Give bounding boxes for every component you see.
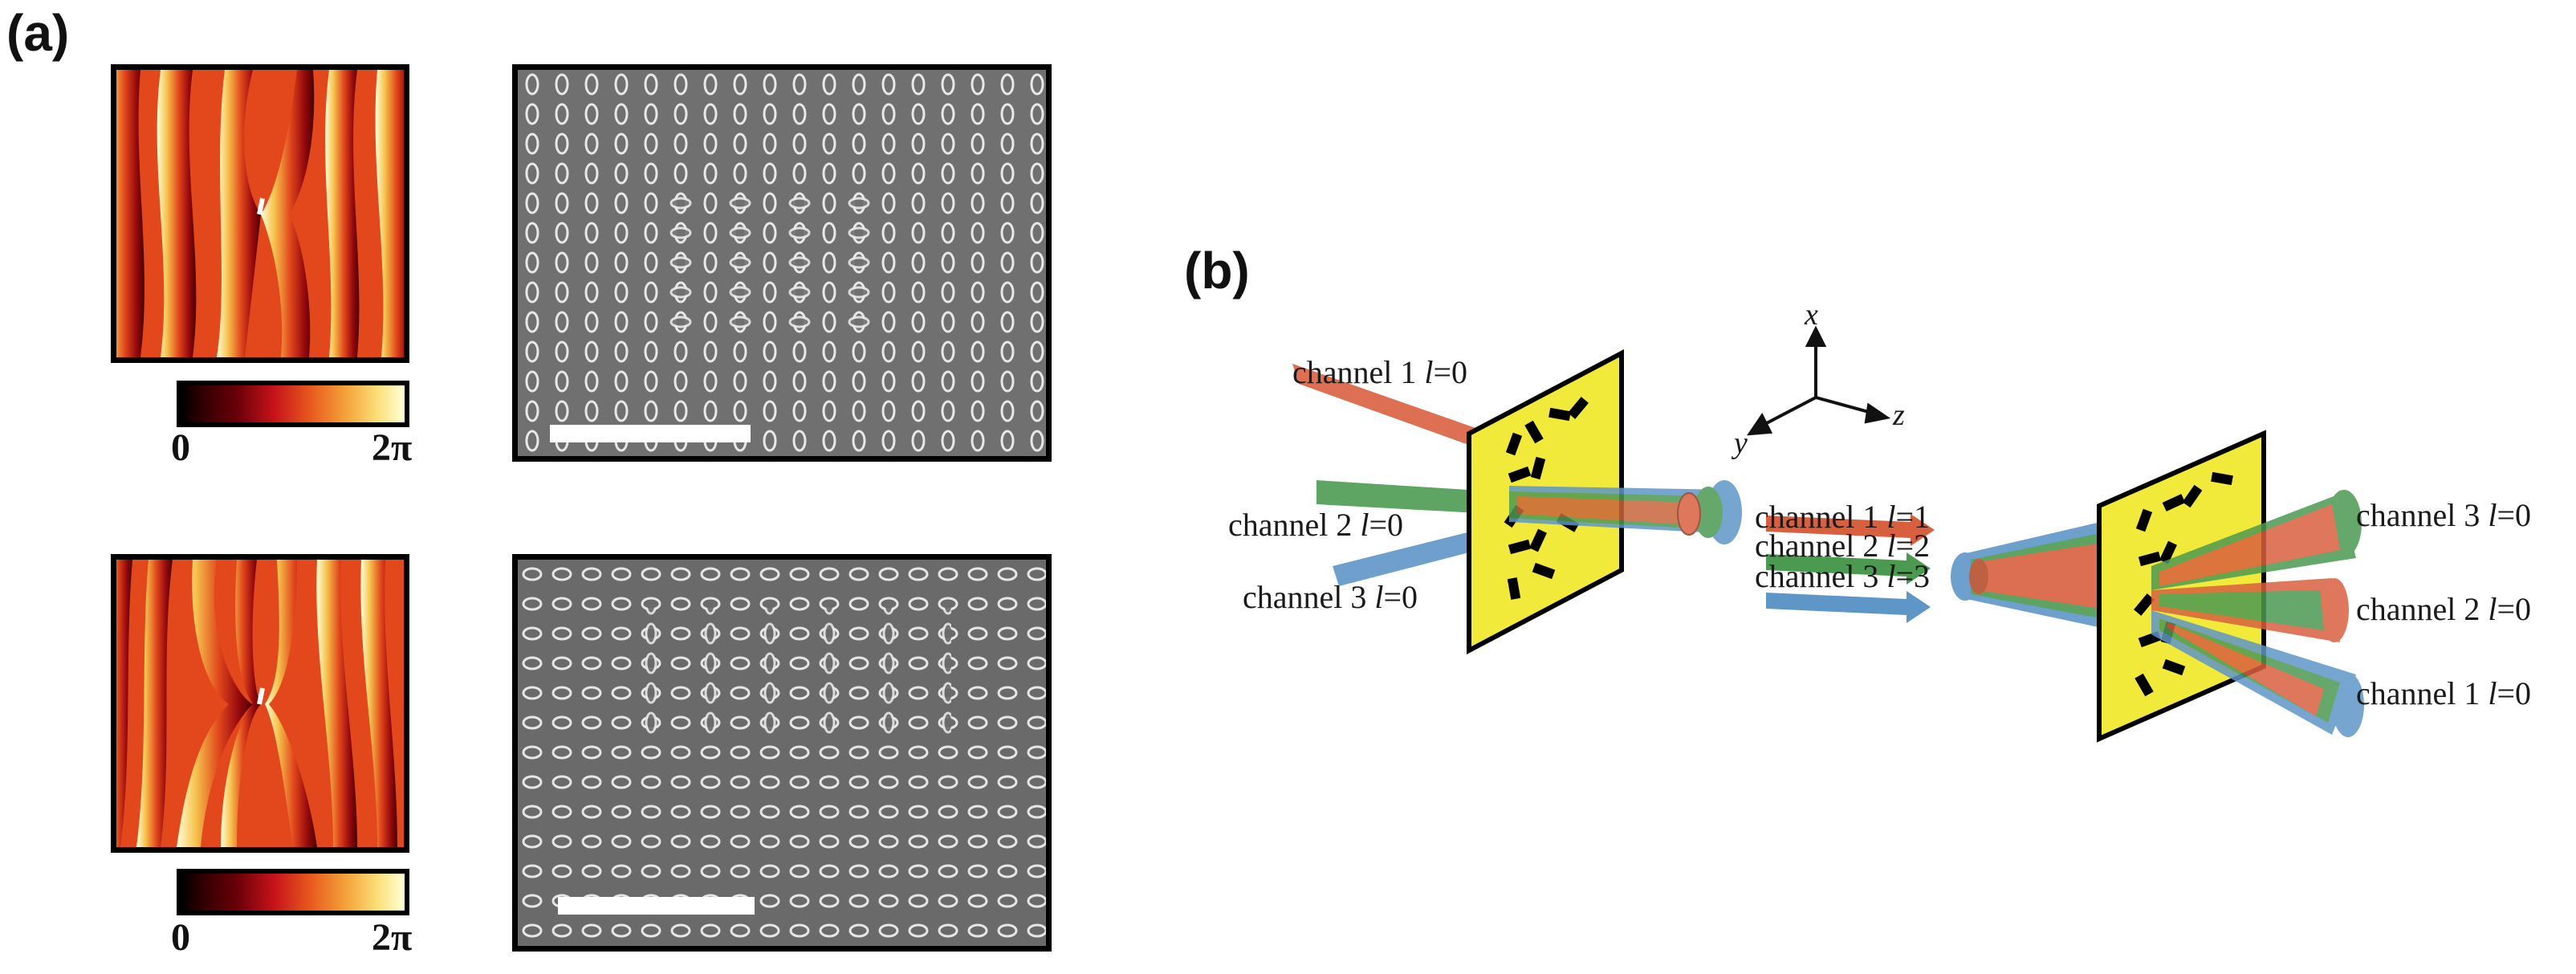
middle-arrow-channel-2 [1766,552,1931,585]
scale-bar-bottom [558,897,755,915]
middle-label-channel-3: channel 3 l=3 [1755,558,1931,594]
scale-bar-top [550,425,751,442]
output-beam-channel-1 [2151,610,2364,737]
input-label-channel-2: channel 2 l=0 [1228,507,1404,543]
output-label-channel-3: channel 3 l=0 [2356,497,2532,533]
axis-y-label: y [1734,426,1748,460]
sem-image-bottom [512,554,1052,952]
middle-arrow-channel-3 [1766,591,1931,623]
input-label-channel-3: channel 3 l=0 [1243,579,1418,615]
phase-map-top [111,64,409,363]
nanorod-array-top [518,70,1046,456]
nanorod-array-bottom [518,560,1046,946]
panel-a-label: (a) [6,4,70,62]
sem-image-top [512,64,1052,462]
axis-x-label: x [1805,298,1818,332]
panel-b-label: (b) [1184,242,1250,300]
fork-phase-pattern-top [116,70,404,357]
colorbar-bottom-min: 0 [171,916,190,959]
input-beam-channel-2 [1316,480,1493,514]
output-label-channel-1: channel 1 l=0 [2356,675,2532,711]
colorbar-bottom-max: 2π [372,916,413,959]
fork-phase-pattern-bottom [116,560,404,847]
colorbar-top [177,381,409,427]
axis-z-label: z [1893,398,1905,432]
middle-label-channel-1: channel 1 l=1 [1755,499,1931,535]
middle-arrow-channel-1 [1766,514,1935,546]
phase-map-bottom [111,554,409,853]
middle-label-channel-2: channel 2 l=2 [1755,528,1931,564]
output-label-channel-2: channel 2 l=0 [2356,591,2532,627]
input-label-channel-1: channel 1 l=0 [1292,354,1468,390]
output-cone-1 [1509,480,1742,544]
output-beam-channel-3 [2151,490,2362,590]
colorbar-top-min: 0 [171,426,190,469]
coordinate-axes [1746,325,1891,436]
input-beam-channel-1 [1292,364,1493,454]
input-beam-channel-3 [1333,524,1509,586]
colorbar-top-max: 2π [372,426,413,469]
output-beam-channel-2 [2151,578,2349,642]
colorbar-bottom [177,869,409,915]
